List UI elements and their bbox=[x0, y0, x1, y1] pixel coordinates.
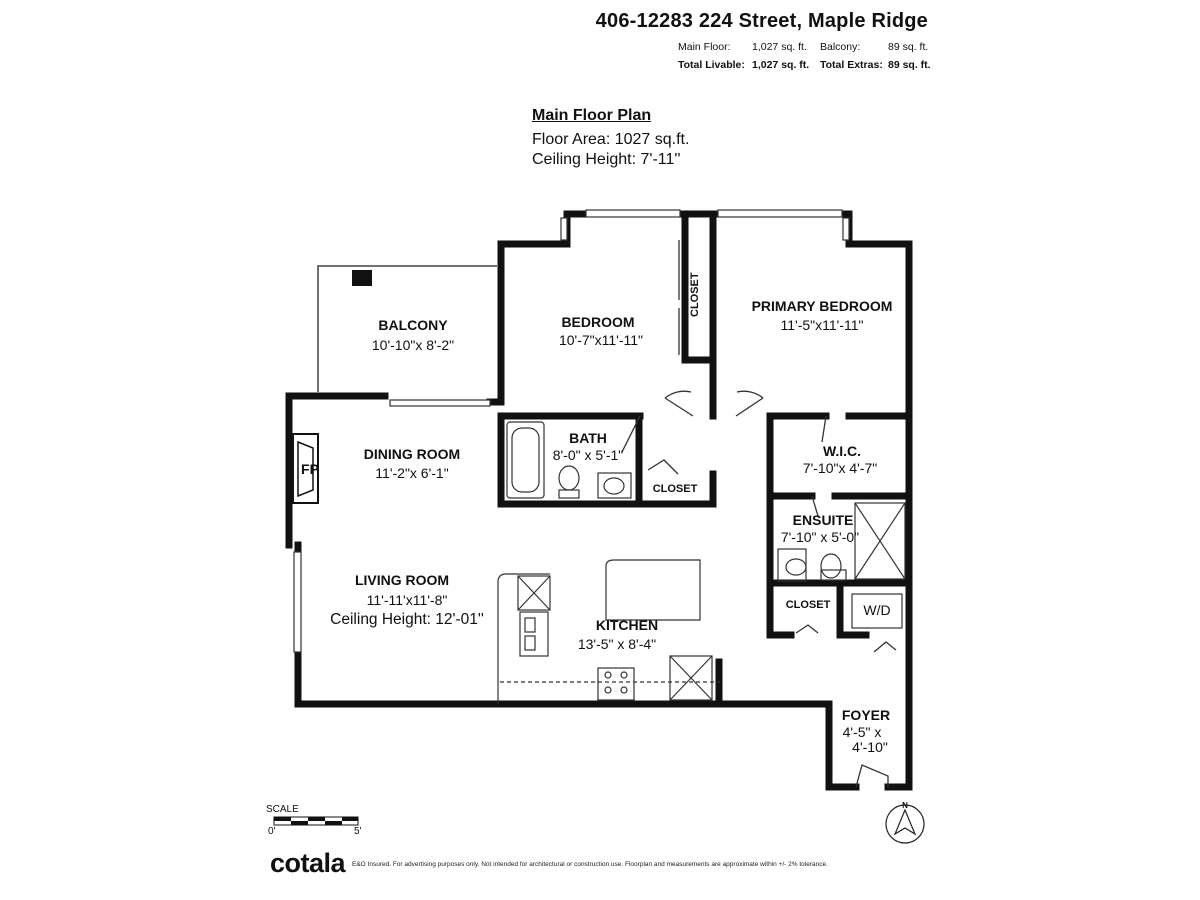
main-floor-label: Main Floor: bbox=[678, 41, 731, 53]
scale-end: 5' bbox=[354, 826, 362, 837]
balcony-post bbox=[352, 270, 372, 286]
kitchen-fixtures bbox=[497, 559, 720, 704]
plan-title: Main Floor Plan bbox=[532, 107, 652, 124]
balcony-area-label: Balcony: bbox=[820, 41, 861, 53]
ensuite-fixtures bbox=[777, 502, 906, 582]
bedroom-dims: 10'-7"x11'-11" bbox=[559, 332, 643, 348]
dining-room-name: DINING ROOM bbox=[364, 446, 460, 462]
compass-label: N bbox=[902, 801, 908, 810]
primary-bedroom-dims: 11'-5"x11'-11" bbox=[781, 317, 864, 333]
foyer-dims-line2: 4'-10" bbox=[852, 739, 888, 755]
bedroom-name: BEDROOM bbox=[561, 314, 634, 330]
windows bbox=[293, 209, 850, 653]
bath-fixtures bbox=[506, 421, 632, 499]
total-livable-value: 1,027 sq. ft. bbox=[752, 59, 810, 71]
kitchen-name: KITCHEN bbox=[596, 617, 658, 633]
plan-ceiling-height: Ceiling Height: 7'-11'' bbox=[532, 151, 681, 168]
fireplace bbox=[292, 433, 319, 504]
north-arrow-icon: N bbox=[885, 801, 925, 844]
disclaimer-text: E&O Insured. For advertising purposes on… bbox=[352, 861, 828, 868]
laundry-closet-label: CLOSET bbox=[786, 599, 831, 611]
primary-bedroom-name: PRIMARY BEDROOM bbox=[752, 298, 893, 314]
bath-closet-label: CLOSET bbox=[653, 483, 698, 495]
plan-floor-area: Floor Area: 1027 sq.ft. bbox=[532, 131, 690, 148]
bath-name: BATH bbox=[569, 430, 607, 446]
exterior-walls bbox=[285, 210, 913, 791]
dining-room-dims: 11'-2"x 6'-1" bbox=[375, 465, 448, 481]
fireplace-label: FP bbox=[301, 461, 319, 477]
washer-dryer-box bbox=[851, 593, 903, 629]
foyer-name: FOYER bbox=[842, 707, 890, 723]
property-address: 406-12283 224 Street, Maple Ridge bbox=[595, 10, 928, 32]
scale-bar: SCALE 0' 5' bbox=[266, 804, 362, 837]
scale-label: SCALE bbox=[266, 804, 299, 815]
balcony-outline bbox=[317, 265, 497, 392]
bath-dims: 8'-0" x 5'-1" bbox=[553, 447, 624, 463]
living-room-ceiling: Ceiling Height: 12'-01'' bbox=[330, 611, 484, 628]
balcony-area-value: 89 sq. ft. bbox=[888, 41, 929, 53]
wic-dims: 7'-10"x 4'-7" bbox=[803, 460, 877, 476]
balcony-name: BALCONY bbox=[378, 317, 448, 333]
bedroom-closet-label: CLOSET bbox=[689, 272, 701, 317]
washer-dryer-label: W/D bbox=[863, 602, 890, 618]
total-extras-value: 89 sq. ft. bbox=[888, 59, 931, 71]
ensuite-dims: 7'-10" x 5'-0" bbox=[781, 529, 859, 545]
living-room-dims: 11'-11'x11'-8" bbox=[367, 592, 448, 608]
wic-name: W.I.C. bbox=[823, 443, 861, 459]
balcony-dims: 10'-10"x 8'-2" bbox=[372, 337, 454, 353]
doors bbox=[621, 240, 897, 788]
foyer-dims-line1: 4'-5" x bbox=[843, 724, 882, 740]
brand-logo: cotala bbox=[270, 848, 346, 878]
kitchen-dims: 13'-5" x 8'-4" bbox=[578, 636, 656, 652]
total-livable-label: Total Livable: bbox=[678, 59, 745, 71]
living-room-name: LIVING ROOM bbox=[355, 572, 449, 588]
main-floor-value: 1,027 sq. ft. bbox=[752, 41, 807, 53]
ensuite-name: ENSUITE bbox=[793, 512, 854, 528]
total-extras-label: Total Extras: bbox=[820, 59, 883, 71]
scale-start: 0' bbox=[268, 826, 276, 837]
